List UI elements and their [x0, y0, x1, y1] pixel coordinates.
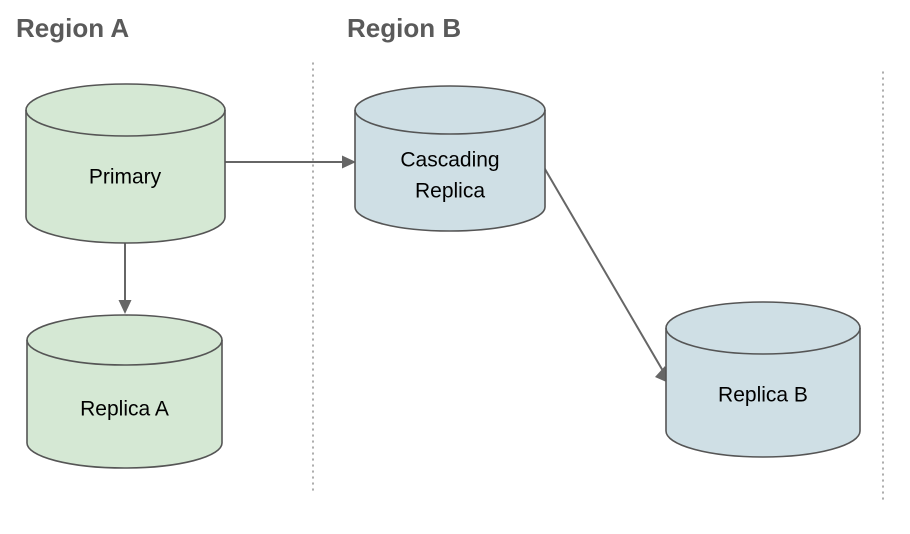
edge-cascading-to-replica-b-line: [541, 163, 664, 372]
node-replica-a[interactable]: Replica A: [26, 314, 223, 469]
node-primary[interactable]: Primary: [25, 83, 226, 244]
edge-primary-to-cascading[interactable]: [223, 155, 356, 169]
node-replica-b[interactable]: Replica B: [665, 301, 861, 458]
node-primary-body: [25, 83, 226, 244]
region-label-a: Region A: [16, 13, 129, 43]
node-replica-a-body: [26, 314, 223, 469]
edge-primary-to-replica-a-arrowhead: [118, 300, 132, 314]
node-cascading-replica-label-line-2: Replica: [415, 180, 485, 203]
node-cascading-replica[interactable]: Cascading Replica: [354, 85, 546, 232]
node-primary-top-ellipse: [25, 109, 226, 137]
node-primary-label: Primary: [89, 166, 162, 189]
node-replica-a-label: Replica A: [80, 398, 169, 421]
node-cascading-replica-label-line-1: Cascading: [400, 149, 499, 172]
edge-primary-to-cascading-arrowhead: [342, 155, 356, 169]
node-replica-b-body: [665, 301, 861, 458]
node-cascading-replica-top-ellipse: [354, 109, 546, 135]
region-label-b: Region B: [347, 13, 461, 43]
node-replica-a-top-ellipse: [26, 339, 223, 366]
node-replica-b-top-ellipse: [665, 327, 861, 355]
edge-primary-to-replica-a[interactable]: [118, 241, 132, 314]
node-cascading-replica-body: [354, 85, 546, 232]
region-dividers: [312, 62, 884, 501]
node-replica-b-label: Replica B: [718, 384, 808, 407]
edge-cascading-to-replica-b[interactable]: [541, 163, 671, 384]
